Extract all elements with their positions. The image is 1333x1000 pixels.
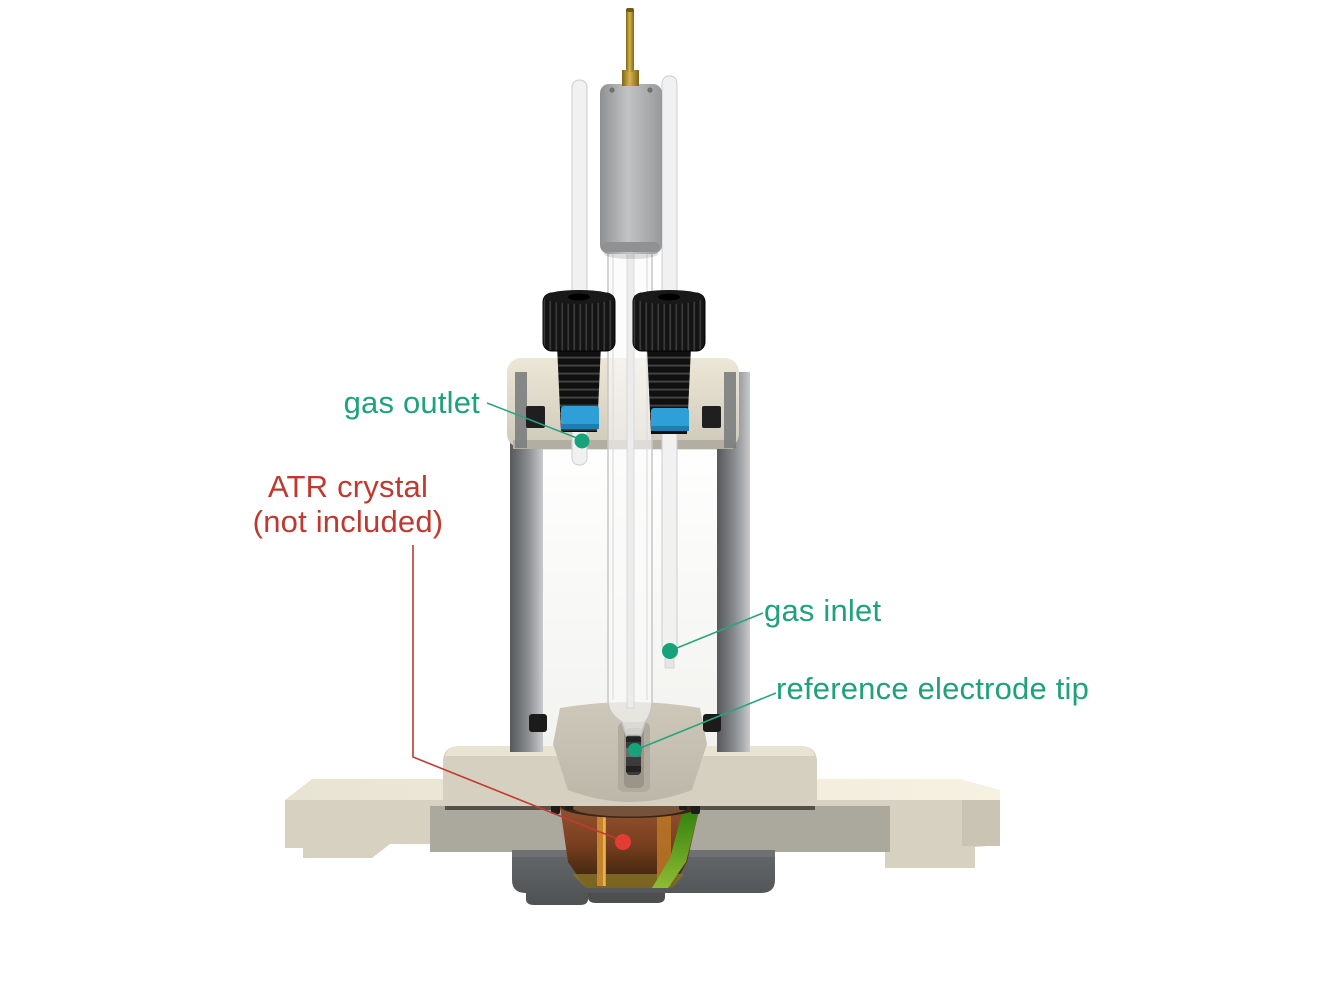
gas-outlet-marker: [574, 433, 590, 449]
lid-side-port-left: [526, 406, 545, 428]
reference-electrode-tip-leader: [637, 692, 777, 750]
reference-electrode-tube: [607, 251, 653, 736]
fitting-right: [632, 290, 706, 434]
lid-glass-slot-left: [515, 372, 527, 448]
atr-crystal-label-line2: (not included): [252, 504, 444, 539]
atr-crystal-stripe-left: [597, 808, 606, 886]
fitting-left: [542, 290, 616, 432]
oring-left: [529, 714, 547, 732]
lid-side-port-right: [702, 406, 721, 428]
gas-inlet-label: gas inlet: [764, 593, 882, 628]
connector-pin: [626, 8, 634, 72]
atr-crystal-leader: [412, 545, 621, 841]
lid-glass-slot-right: [724, 372, 736, 448]
gas-inlet-marker: [662, 643, 678, 659]
clamp-tab: [588, 893, 665, 903]
electrode-cylinder: [600, 84, 662, 254]
cell-body-boss: [443, 702, 817, 806]
oring-right: [703, 714, 721, 732]
atr-crystal-marker: [615, 834, 631, 850]
electrode-body: [600, 8, 662, 259]
base-plate-right-end-shade: [962, 800, 1000, 846]
annotation-leaders: [412, 402, 777, 850]
reference-electrode-tip-label: reference electrode tip: [776, 671, 1090, 706]
atr-crystal-label-line1: ATR crystal: [267, 469, 429, 504]
atr-crystal-green-edge: [652, 806, 700, 888]
electrode-top-hole-right: [647, 87, 653, 93]
atr-crystal-label: ATR crystal (not included): [183, 469, 513, 539]
gas-outlet-label: gas outlet: [343, 385, 480, 420]
electrode-top-hole-left: [609, 87, 615, 93]
reference-electrode-tip-marker: [628, 743, 642, 757]
fitting-left-ferrule: [561, 406, 599, 429]
electrode-cylinder-bottom-shade: [602, 242, 660, 252]
atr-crystal-stripe-left-bright: [603, 808, 606, 886]
connector-pin-collar: [622, 70, 639, 86]
fitting-right-ferrule: [651, 408, 689, 431]
gas-inlet-leader: [671, 612, 764, 651]
gas-outlet-leader: [486, 402, 583, 441]
